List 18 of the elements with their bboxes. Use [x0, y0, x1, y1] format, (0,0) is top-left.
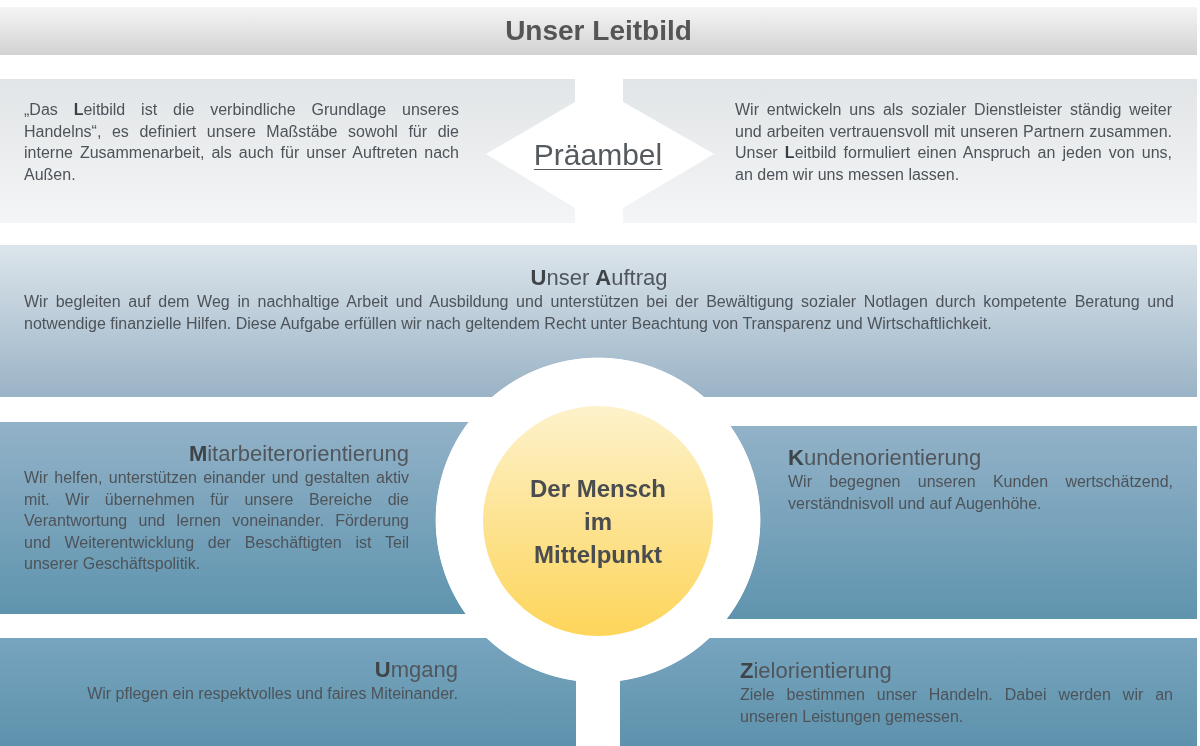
panel-heading: Zielorientierung [740, 658, 893, 684]
panel-text: Wir entwickeln uns als sozialer Dienstleister ständig weiter und arbeiten vertrauensvoll mit unseren Partnern zusammen. Unser Leitbild formuliert einen Anspruch an jeden von uns, an dem wir uns messen lassen. [735, 100, 1172, 185]
value-panel [0, 638, 576, 746]
panel-text: Ziele bestimmen unser Handeln. Dabei werden wir an unseren Leistungen gemessen. [740, 685, 1173, 727]
panel-text: Wir begleiten auf dem Weg in nachhaltige Arbeit und Ausbildung und unterstützen bei der Bewältigung sozialer Notlagen durch kompetente Beratung und notwendige finanzielle Hilfen. Diese Aufgabe erfüllen wir nach geltendem Recht unter Beachtung von Transparenz und Wirtschaftlichkeit. [24, 292, 1174, 334]
panel-heading: Umgang [373, 657, 458, 683]
panel-heading: Unser Auftrag [529, 265, 669, 291]
panel-text: Wir helfen, unterstützen einander und gestalten aktiv mit. Wir übernehmen für unsere Bereiche die Verantwortung und lernen voneinander. Förderung und Weiterentwicklung der Beschäftigten ist Teil unserer Geschäftspolitik. [24, 468, 409, 575]
panel-text: Wir begegnen unseren Kunden wertschätzend, verständnisvoll und auf Augenhöhe. [788, 472, 1173, 514]
panel-text: „Das Leitbild ist die verbindliche Grundlage unseres Handelns“, es definiert unsere Maßstäbe sowohl für die interne Zusammenarbeit, als auch für unser Auftreten nach Außen. [24, 100, 459, 185]
value-panel [620, 638, 1197, 746]
title: Unser Leitbild [505, 15, 692, 47]
panel-text: Wir pflegen ein respektvolles und faires Miteinander. [86, 684, 458, 704]
section-heading: Präambel [533, 137, 663, 173]
circle-text: Der Mensch im Mittelpunkt [528, 473, 667, 570]
panel-heading: Kundenorientierung [788, 445, 983, 471]
panel-heading: Mitarbeiterorientierung [187, 441, 409, 467]
mission-band [0, 245, 1197, 397]
